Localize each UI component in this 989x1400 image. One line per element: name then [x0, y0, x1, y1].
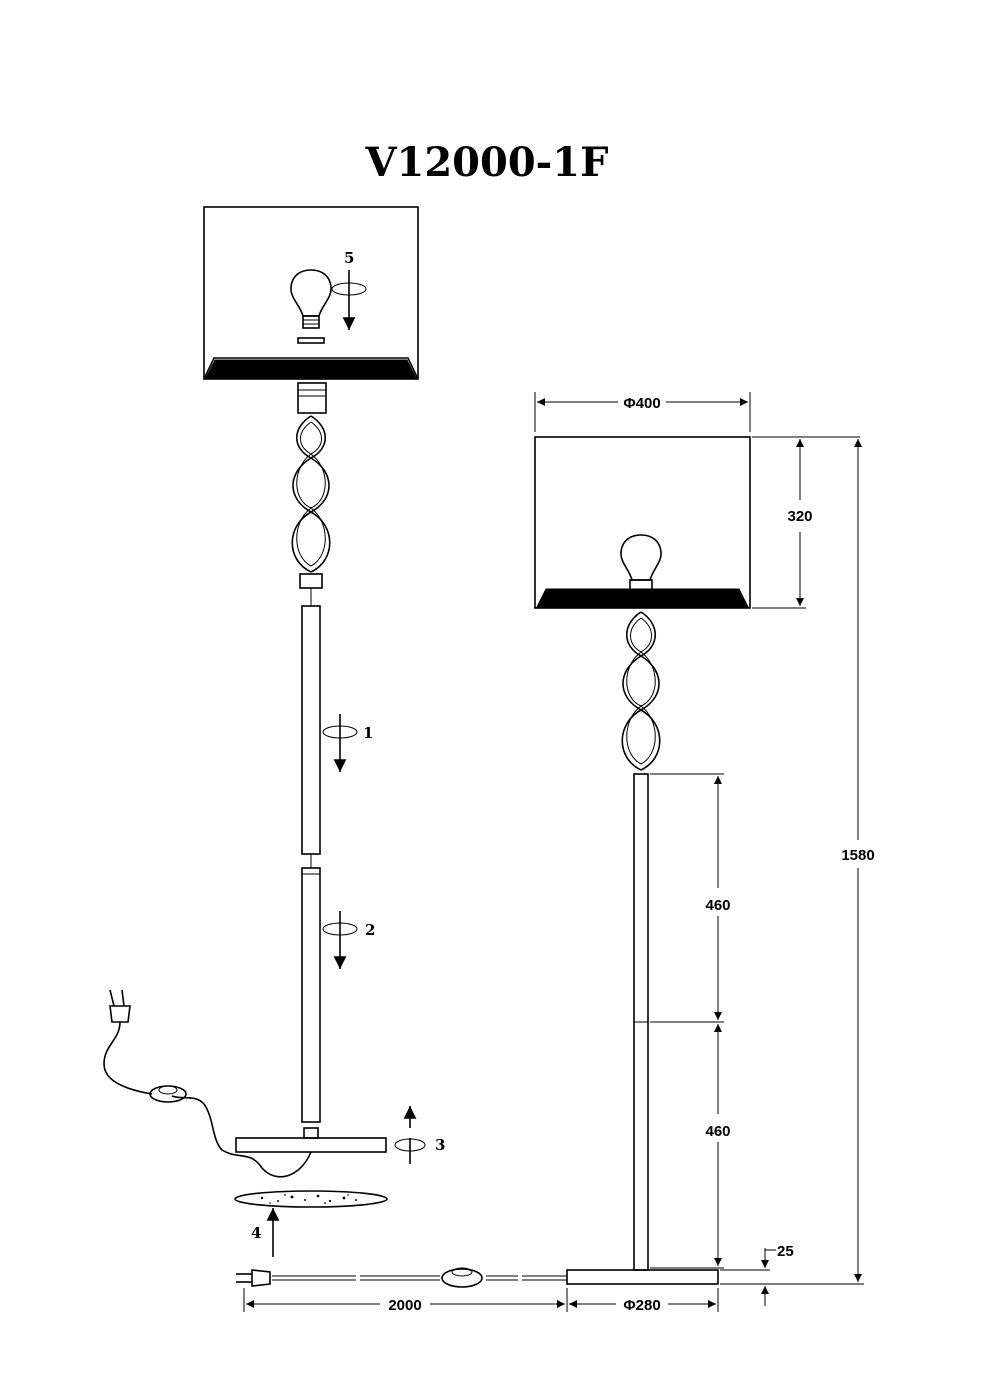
- dim-base-height: 25: [777, 1243, 794, 1260]
- exploded-socket: [297, 382, 327, 414]
- exploded-base-pad: [234, 1190, 388, 1208]
- step-2-label: 2: [365, 921, 375, 939]
- step-5-label: 5: [344, 249, 354, 267]
- assembled-foot-switch: [441, 1268, 483, 1288]
- step-1-label: 1: [363, 724, 373, 742]
- step-2-indicator: 2: [322, 911, 375, 969]
- exploded-shade: [203, 206, 419, 380]
- model-title: V12000-1F: [364, 139, 608, 186]
- dim-total-height: 1580: [841, 847, 874, 864]
- step-4-indicator: 4: [251, 1208, 280, 1257]
- step-4-label: 4: [251, 1224, 261, 1242]
- exploded-power-cord: [103, 989, 312, 1178]
- dim-cable-length: 2000: [388, 1297, 421, 1314]
- step-3-indicator: 3: [394, 1106, 445, 1164]
- dim-shade-diameter: Φ400: [623, 395, 660, 412]
- step-3-label: 3: [435, 1136, 445, 1154]
- exploded-twist: [291, 415, 331, 589]
- exploded-base-plate: [235, 1137, 387, 1153]
- assembled-power-cord: [236, 1267, 567, 1288]
- exploded-plug: [109, 989, 131, 1023]
- dimension-lines: Φ400 320 1580 460 460 25 2000: [243, 392, 875, 1314]
- step-5-indicator: 5: [331, 249, 367, 330]
- exploded-bulb: [290, 269, 332, 344]
- assembled-shade: [534, 436, 751, 609]
- exploded-upper-tube: [301, 605, 321, 855]
- dim-shade-height: 320: [787, 508, 812, 525]
- dim-base-diameter: Φ280: [623, 1297, 660, 1314]
- step-1-indicator: 1: [322, 714, 373, 772]
- assembled-twist: [621, 611, 661, 771]
- assembled-plug: [236, 1269, 271, 1287]
- assembled-view: [236, 436, 751, 1288]
- dim-lower-tube: 460: [705, 1123, 730, 1140]
- exploded-view: 5 1 2: [103, 206, 445, 1257]
- exploded-lower-tube: [301, 867, 321, 1123]
- assembled-bulb: [620, 534, 662, 607]
- base-pad-texture: [260, 1194, 357, 1204]
- dim-upper-tube: 460: [705, 897, 730, 914]
- assembled-base: [566, 1269, 719, 1285]
